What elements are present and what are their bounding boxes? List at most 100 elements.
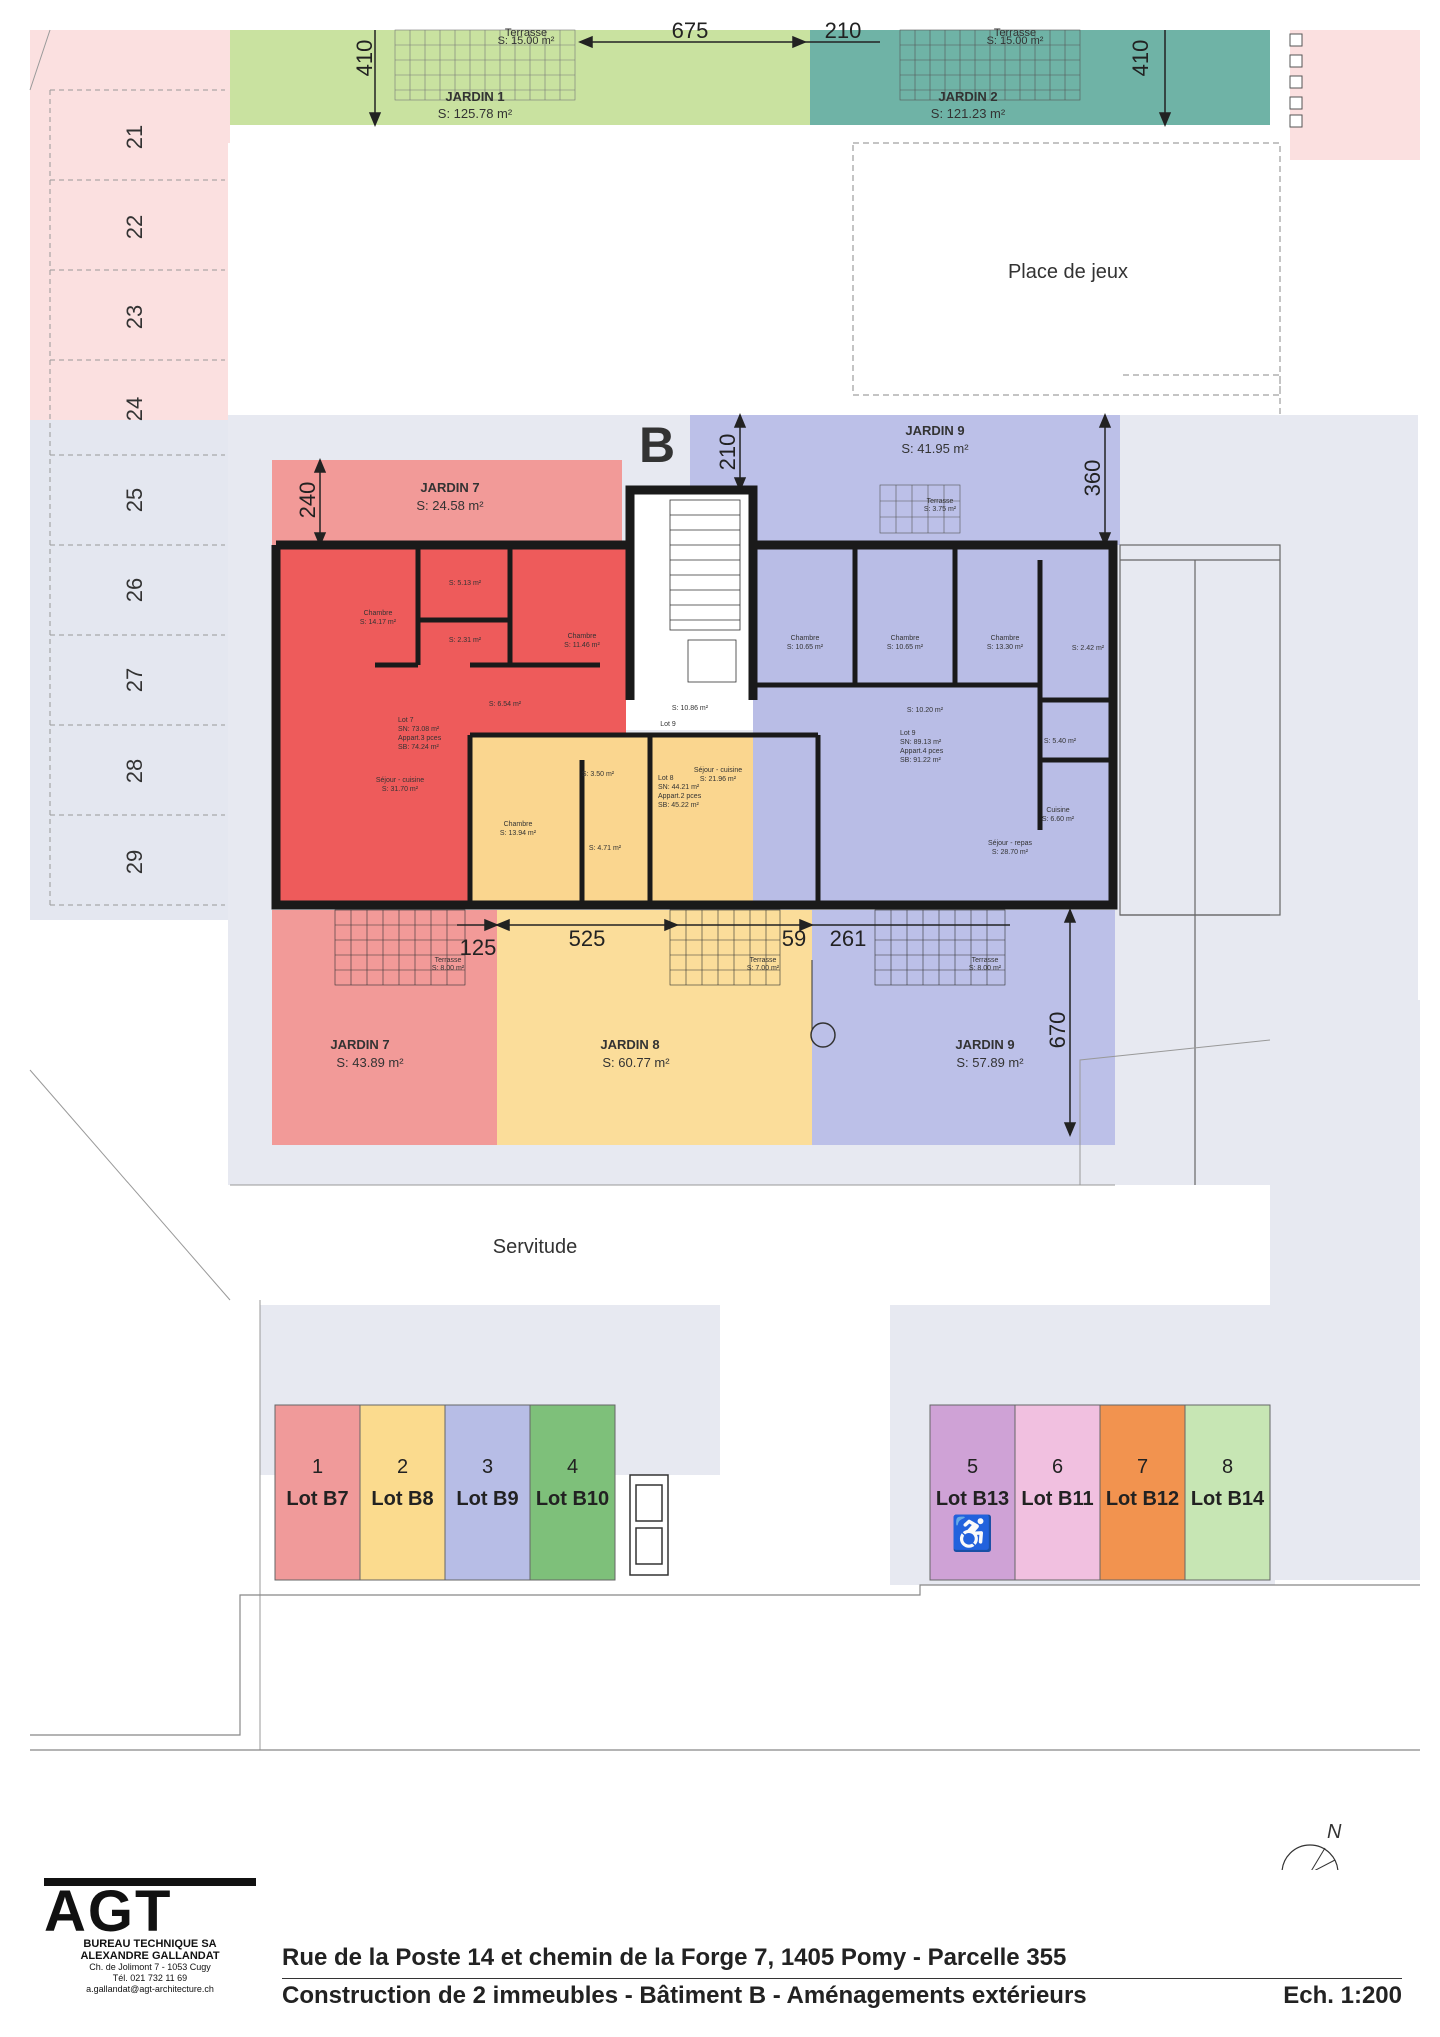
east-strip [1270, 1000, 1420, 1580]
terrace-area: S: 8.00 m² [969, 965, 1002, 972]
dimension-410-right: 410 [1128, 40, 1153, 77]
terrace-grid-1 [394, 29, 576, 101]
lot9-chambre3: Chambre [991, 635, 1020, 642]
neighbour-area-right [1290, 30, 1420, 160]
company-logo: AGT BUREAU TECHNIQUE SA ALEXANDRE GALLAN… [44, 1878, 256, 1995]
lot9-chambre1-area: S: 10.65 m² [787, 644, 824, 651]
servitude-outline [29, 1039, 1271, 1750]
parking-space-lot: Lot B8 [371, 1488, 433, 1510]
wheelchair-icon: ♿ [951, 1514, 993, 1553]
row-number: 24 [122, 397, 147, 421]
terrace-area: S: 15.00 m² [498, 35, 555, 47]
project-address-title: Rue de la Poste 14 et chemin de la Forge… [282, 1944, 1067, 1971]
row-number: 25 [122, 488, 147, 512]
lot7-app: Appart.3 pces [398, 735, 442, 742]
dimension-210-top: 210 [825, 18, 862, 43]
parking-space-lot: Lot B9 [456, 1488, 518, 1510]
lawn-edge [1123, 374, 1281, 415]
stair-lot-label: Lot 9 [660, 721, 676, 728]
dimension-360: 360 [1080, 460, 1105, 497]
jardin9-bottom-area [812, 910, 1115, 1145]
site-plan: 21 22 23 24 25 26 27 28 29 Terrasse S: 1… [29, 18, 1420, 1870]
lot9-sejour: Séjour - repas [988, 840, 1032, 847]
company-name-1: BUREAU TECHNIQUE SA [83, 1938, 217, 1950]
lot8-chambre: Chambre [504, 821, 533, 828]
lot8-chambre-area: S: 13.94 m² [500, 830, 537, 837]
dimension-125: 125 [460, 935, 497, 960]
lot8-wc-area: S: 4.71 m² [589, 845, 622, 852]
dimension-261: 261 [830, 926, 867, 951]
east-structure [1119, 544, 1281, 1185]
parking-space [529, 1404, 616, 1581]
lot7-bain-area: S: 5.13 m² [449, 580, 482, 587]
lot7-chambre1-area: S: 14.17 m² [360, 619, 397, 626]
dimension-lines-mid [313, 413, 1112, 547]
jardin9-bottom-area-text: S: 57.89 m² [956, 1055, 1024, 1070]
parking-space-number: 3 [482, 1456, 493, 1478]
lot7-lot: Lot 7 [398, 717, 414, 724]
terrace-label: Terrasse [505, 27, 547, 39]
logo-text: AGT [44, 1878, 256, 1941]
lot9-sn: SN: 89.13 m² [900, 739, 942, 746]
jardin9-top-area [690, 415, 1120, 545]
neighbour-area-pink [30, 30, 230, 420]
dimension-lines-bottom [457, 908, 1077, 1137]
lot9-cuisine: Cuisine [1046, 807, 1069, 814]
terrace-area: S: 8.00 m² [432, 965, 465, 972]
parking-space [444, 1404, 531, 1581]
parking-space-number: 1 [312, 1456, 323, 1478]
fence-markers [1289, 33, 1303, 128]
lot8-app: Appart.2 pces [658, 793, 702, 800]
palier-area: S: 10.86 m² [672, 705, 709, 712]
road-outline [30, 1584, 1420, 1751]
building-walls [271, 485, 1118, 910]
jardin7-bottom-area [272, 910, 497, 1145]
terrace-label: Terrasse [972, 957, 999, 964]
lot7-sejour: Séjour - cuisine [376, 777, 424, 784]
parking-space-number: 6 [1052, 1456, 1063, 1478]
parking-space-number: 8 [1222, 1456, 1233, 1478]
row-number: 26 [122, 578, 147, 602]
parking-space [1184, 1404, 1271, 1581]
project-description: Construction de 2 immeubles - Bâtiment B… [282, 1982, 1087, 2009]
corner-line [29, 29, 51, 91]
jardin1-area [230, 30, 810, 125]
company-email: a.gallandat@agt-architecture.ch [86, 1984, 214, 1994]
parking-space-lot: Lot B14 [1191, 1488, 1265, 1510]
lot8-sejour: Séjour - cuisine [694, 767, 742, 774]
company-phone: Tél. 021 732 11 69 [112, 1973, 188, 1983]
parking-space-number: 5 [967, 1456, 978, 1478]
bike-rack [629, 1474, 669, 1576]
jardin8-bottom-title: JARDIN 8 [600, 1037, 659, 1052]
dimension-59: 59 [782, 926, 806, 951]
lot7-chambre2: Chambre [568, 633, 597, 640]
jardin8-bottom-area-text: S: 60.77 m² [602, 1055, 670, 1070]
lot7-sejour-area: S: 31.70 m² [382, 786, 419, 793]
parking-space [929, 1404, 1016, 1581]
parking-space [359, 1404, 446, 1581]
row-dividers [49, 89, 225, 906]
jardin9-top-area-text: S: 41.95 m² [901, 441, 969, 456]
company-address: Ch. de Jolimont 7 - 1053 Cugy [89, 1962, 211, 1972]
lot7-chambre1: Chambre [364, 610, 393, 617]
neighbour-area-blue [30, 420, 230, 920]
parking-space-lot: Lot B12 [1106, 1488, 1179, 1510]
parking-space-number: 2 [397, 1456, 408, 1478]
parking-space-number: 7 [1137, 1456, 1148, 1478]
jardin7-bottom-title: JARDIN 7 [330, 1037, 389, 1052]
parking-space [1014, 1404, 1101, 1581]
row-number: 22 [122, 215, 147, 239]
row-numbers: 21 22 23 24 25 26 27 28 29 [122, 125, 147, 874]
lot9-chambre1: Chambre [791, 635, 820, 642]
north-label: N [1327, 1821, 1342, 1843]
terrace-label: Terrasse [994, 27, 1036, 39]
jardin1-title: JARDIN 1 [445, 89, 504, 104]
place-de-jeux-outline [852, 142, 1281, 396]
lot9-sejour-area: S: 28.70 m² [992, 849, 1029, 856]
row-number: 27 [122, 668, 147, 692]
lot7-corridor-area: S: 6.54 m² [489, 701, 522, 708]
jardin2-title: JARDIN 2 [938, 89, 997, 104]
terrace-grid-9-top [879, 484, 961, 534]
dimension-675: 675 [672, 18, 709, 43]
